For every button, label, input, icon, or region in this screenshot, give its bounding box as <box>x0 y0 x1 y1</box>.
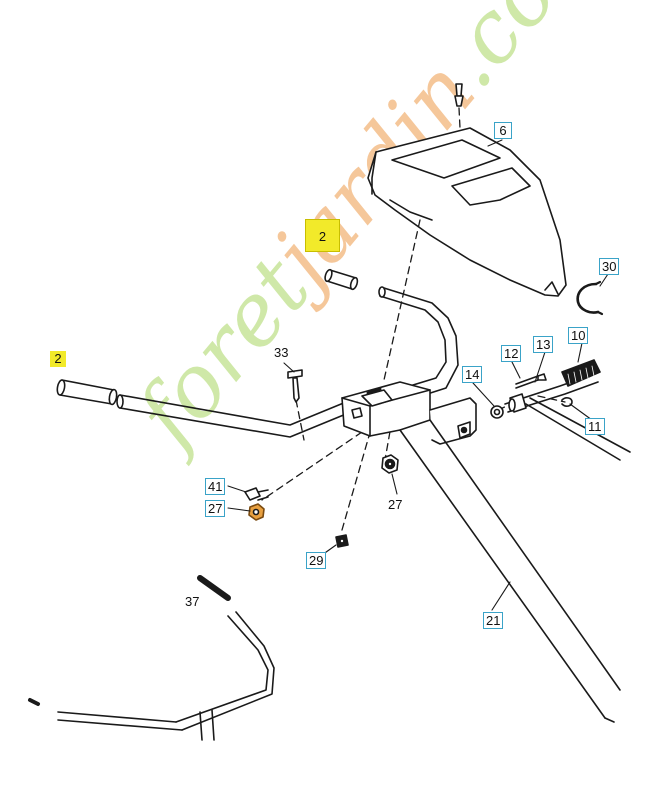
callout-41: 41 <box>205 478 226 495</box>
callout-13: 13 <box>533 336 554 353</box>
callout-27-right: 27 <box>388 497 403 512</box>
part-37-bail <box>28 575 275 741</box>
callout-6: 6 <box>494 122 512 139</box>
part-2-upper-grip <box>324 268 359 291</box>
part-33-bolt <box>287 369 303 403</box>
part-27-nut-right <box>381 454 399 474</box>
callout-14: 14 <box>462 366 483 383</box>
callout-33: 33 <box>274 345 289 360</box>
part-41-clip <box>244 487 269 501</box>
callout-27-left: 27 <box>205 500 226 517</box>
handlebar-tube <box>116 286 459 438</box>
part-21-mast <box>399 419 621 723</box>
part-30-circlip <box>576 280 604 316</box>
screw-top <box>454 83 464 107</box>
callout-12: 12 <box>501 345 522 362</box>
callout-21: 21 <box>483 612 504 629</box>
callout-11: 11 <box>585 418 605 435</box>
part-29-nut <box>335 534 349 548</box>
lever-assembly <box>490 359 631 461</box>
part-2-lower-grip <box>56 379 118 406</box>
part-6-cover <box>367 127 567 297</box>
leader-lines <box>227 139 609 611</box>
callout-2-upper: 2 <box>305 219 340 252</box>
part-27-washer-left <box>248 503 265 521</box>
mast-bracket <box>341 381 431 437</box>
callout-37: 37 <box>185 594 200 609</box>
callout-2-lower: 2 <box>50 351 66 367</box>
side-bracket <box>429 397 477 445</box>
callout-10: 10 <box>568 327 589 344</box>
callout-30: 30 <box>599 258 620 275</box>
callout-29: 29 <box>306 552 327 569</box>
